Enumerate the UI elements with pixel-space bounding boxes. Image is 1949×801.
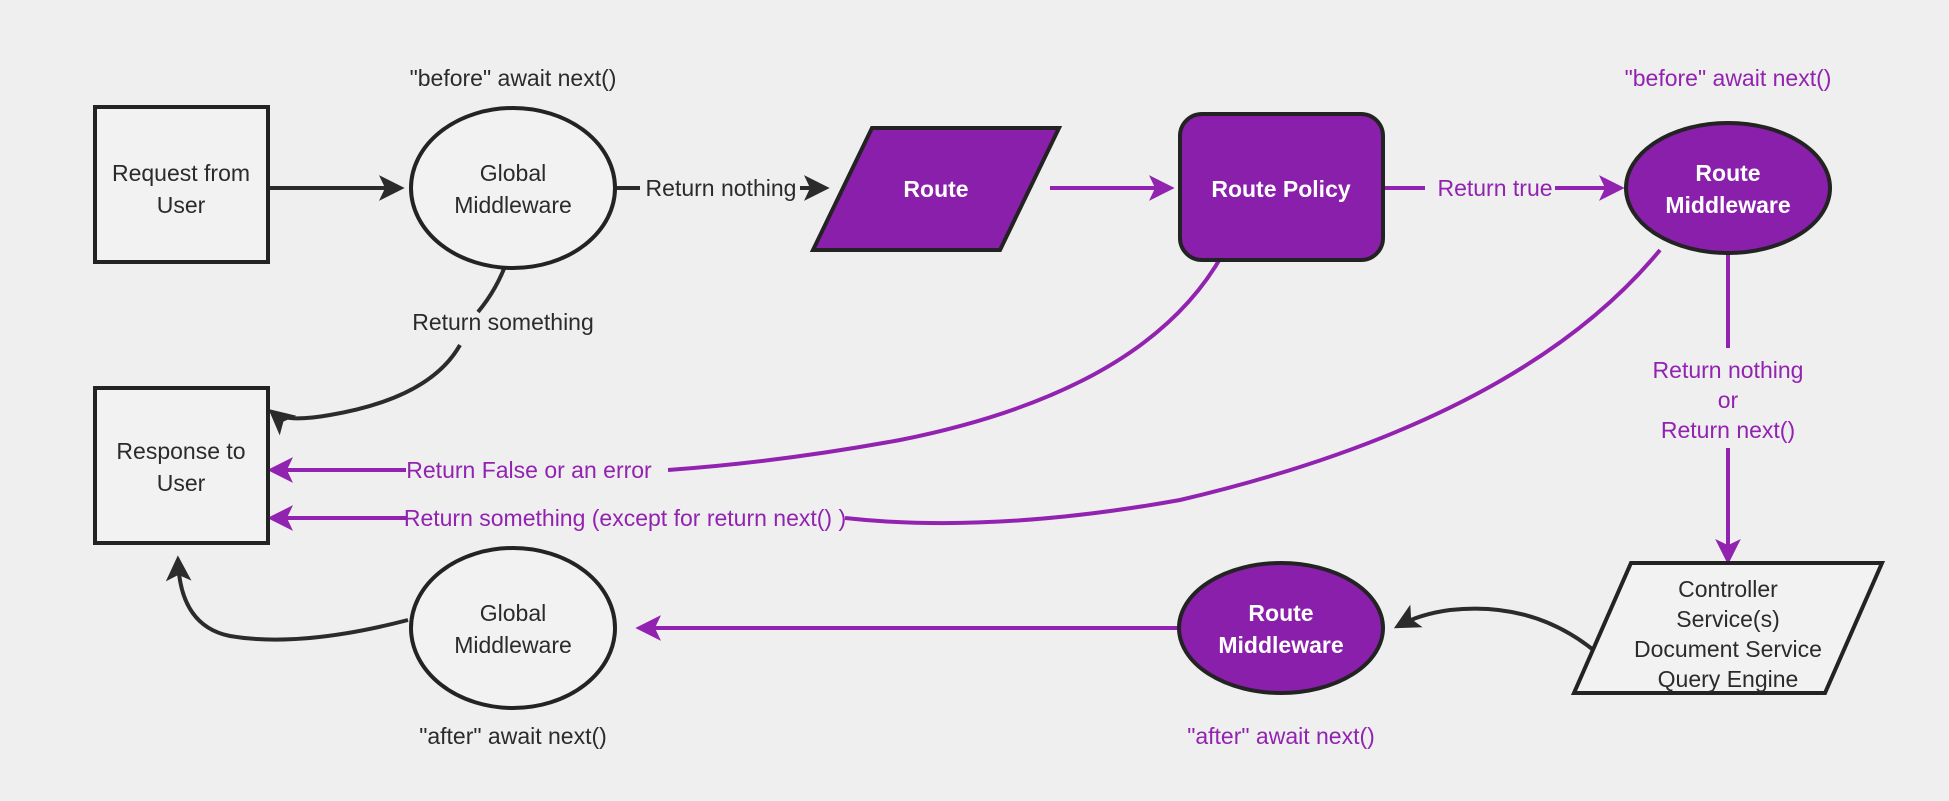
node-route-middleware-top[interactable]: Route Middleware xyxy=(1624,121,1832,255)
edge-global-return-something-to-response xyxy=(268,344,462,436)
route-middleware-bottom-label-line1: Route xyxy=(1248,600,1313,626)
edge-label-return-false-or-error: Return False or an error xyxy=(406,457,652,483)
node-route[interactable]: Route xyxy=(809,126,1063,252)
annotation-before-await-next-route: "before" await next() xyxy=(1625,65,1832,91)
global-middleware-bottom-shape xyxy=(409,546,617,710)
route-middleware-top-label-line2: Middleware xyxy=(1665,192,1790,218)
request-from-user-label-line2: User xyxy=(157,192,206,218)
node-route-policy[interactable]: Route Policy xyxy=(1178,112,1385,262)
edge-controller-to-route-middleware xyxy=(1393,604,1607,662)
annotation-after-await-next-global: "after" await next() xyxy=(419,723,607,749)
controller-stack-shape xyxy=(1570,561,1886,695)
route-policy-label: Route Policy xyxy=(1211,176,1351,202)
node-request-from-user[interactable]: Request from User xyxy=(93,105,270,264)
edge-label-return-nothing: Return nothing xyxy=(646,175,797,201)
controller-stack-line-3: Query Engine xyxy=(1658,666,1799,692)
global-middleware-top-shape xyxy=(409,106,617,270)
annotation-before-await-next-global: "before" await next() xyxy=(410,65,617,91)
response-to-user-label-line2: User xyxy=(157,470,206,496)
request-from-user-label-line1: Request from xyxy=(112,160,250,186)
global-middleware-bottom-label-line2: Middleware xyxy=(454,632,572,658)
controller-stack-line-0: Controller xyxy=(1678,576,1778,602)
edge-global-middleware-to-response xyxy=(165,555,409,642)
route-middleware-bottom-shape xyxy=(1177,561,1385,695)
controller-stack-line-1: Service(s) xyxy=(1676,606,1780,632)
route-shape xyxy=(809,126,1063,252)
global-middleware-bottom-label-line1: Global xyxy=(480,600,546,626)
node-response-to-user[interactable]: Response to User xyxy=(93,386,270,545)
controller-stack-line-2: Document Service xyxy=(1634,636,1822,662)
edge-label-return-nothing-or-next-line1: Return nothing xyxy=(1653,357,1804,383)
annotation-after-await-next-route: "after" await next() xyxy=(1187,723,1375,749)
route-label: Route xyxy=(903,176,968,202)
global-middleware-top-label-line2: Middleware xyxy=(454,192,572,218)
response-to-user-shape xyxy=(93,386,270,545)
route-middleware-top-label-line1: Route xyxy=(1695,160,1760,186)
edge-label-return-nothing-or-next-line3: Return next() xyxy=(1661,417,1795,443)
node-controller-stack[interactable]: Controller Service(s) Document Service Q… xyxy=(1570,561,1886,695)
edge-return-false-curve xyxy=(667,249,1227,472)
node-route-middleware-bottom[interactable]: Route Middleware xyxy=(1177,561,1385,695)
edge-label-return-true: Return true xyxy=(1437,175,1552,201)
route-middleware-bottom-label-line2: Middleware xyxy=(1218,632,1343,658)
route-middleware-top-shape xyxy=(1624,121,1832,255)
global-middleware-top-label-line1: Global xyxy=(480,160,546,186)
route-policy-shape xyxy=(1178,112,1385,262)
node-global-middleware-top[interactable]: Global Middleware xyxy=(409,106,617,270)
edge-label-return-something-except-next: Return something (except for return next… xyxy=(404,505,846,531)
edge-return-something-curve xyxy=(844,248,1662,526)
node-global-middleware-bottom[interactable]: Global Middleware xyxy=(409,546,617,710)
response-to-user-label-line1: Response to xyxy=(116,438,245,464)
edge-label-return-something: Return something xyxy=(412,309,594,335)
request-from-user-shape xyxy=(93,105,270,264)
edge-label-return-nothing-or-next-line2: or xyxy=(1718,387,1739,413)
